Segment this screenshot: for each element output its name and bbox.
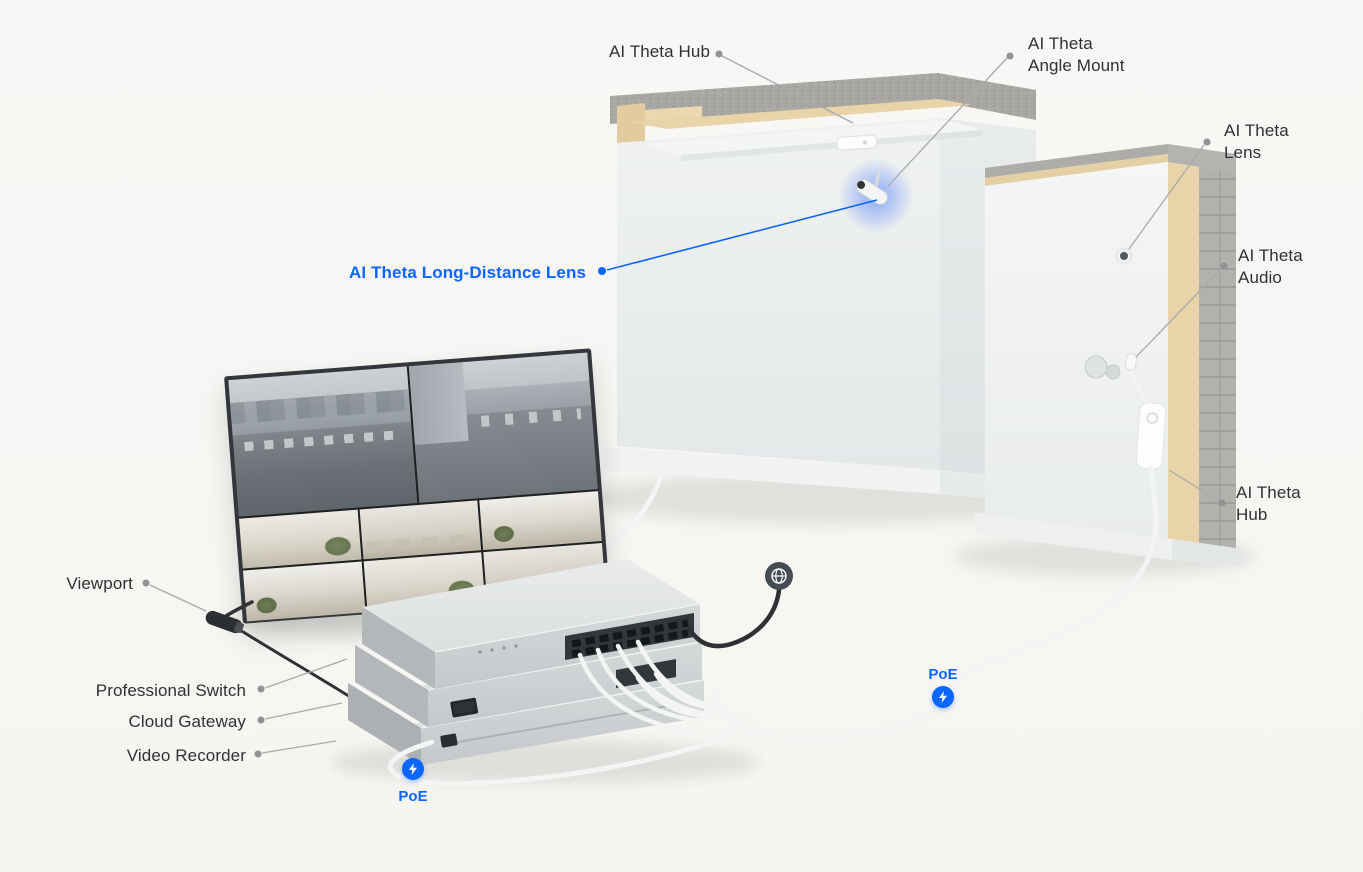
blue-leader-line: [598, 199, 878, 275]
camera-feed-office-6: [483, 543, 606, 603]
wall-side-face: [940, 118, 1036, 481]
label-line: AI Theta: [1224, 121, 1289, 140]
ai-theta-hub-device-on-ledge: [836, 134, 878, 151]
viewport-downstream-cable: [238, 628, 354, 700]
wall-top-ledge: [644, 120, 982, 155]
lens-blue-glow: [826, 146, 926, 246]
door-front-face: [985, 162, 1168, 540]
label-line: AI Theta: [1238, 246, 1303, 265]
label-line: Audio: [1238, 268, 1282, 287]
wood-stud: [617, 103, 645, 145]
wall-base-front: [603, 447, 940, 494]
label-ai-theta-lens: AI Theta Lens: [1224, 120, 1289, 164]
internet-cable: [687, 587, 782, 649]
viewport-dongle: [205, 610, 244, 634]
door-handle: [1084, 355, 1108, 379]
poe-loop-cable: [387, 713, 747, 787]
camera-feed-street-1: [228, 366, 418, 517]
camera-feed-street-2: [408, 352, 598, 503]
label-ai-theta-angle-mount: AI Theta Angle Mount: [1028, 33, 1125, 77]
label-line: Hub: [1236, 505, 1268, 524]
label-poe-right: PoE: [928, 666, 958, 683]
lens-hole: [1120, 252, 1128, 260]
label-line: AI Theta: [1028, 34, 1093, 53]
gateway-display: [450, 697, 479, 718]
label-poe-left: PoE: [398, 788, 428, 805]
insulation-band-side: [938, 73, 1036, 120]
label-line: Angle Mount: [1028, 56, 1125, 75]
door-base-front: [975, 513, 1172, 560]
label-line: Lens: [1224, 143, 1262, 162]
audio-cable: [1129, 370, 1152, 409]
camera-feed-office-4: [243, 561, 366, 622]
wood-cross-piece: [645, 106, 702, 126]
label-viewport: Viewport: [66, 574, 133, 593]
globe-icon: [765, 562, 793, 590]
switch-port-block: [565, 613, 694, 660]
switch-patch-cables: [577, 639, 727, 734]
label-line: AI Theta: [1236, 483, 1301, 502]
floor-cables: [511, 465, 1159, 741]
ledge-shadow: [681, 130, 982, 161]
insulation-band-front: [610, 73, 938, 124]
label-ai-theta-hub-right: AI Theta Hub: [1236, 482, 1301, 526]
lens-ring: [1115, 247, 1133, 265]
angle-mount-arm: [874, 167, 882, 187]
monitor-screen: [228, 352, 606, 622]
wood-rail: [632, 99, 972, 129]
right-wall-panel: [975, 144, 1243, 566]
poe-bolt-icon-left: [402, 758, 424, 780]
audio-device: [1124, 353, 1138, 371]
camera-feed-office-2: [359, 500, 482, 560]
label-ai-theta-long-distance-lens: AI Theta Long-Distance Lens: [349, 263, 586, 282]
wall-base-side: [940, 471, 1048, 504]
recorder-display: [440, 733, 458, 748]
angle-mount-lens-device: [856, 179, 888, 205]
video-recorder-unit: [348, 676, 705, 765]
label-video-recorder: Video Recorder: [126, 746, 246, 765]
camera-feed-office-1: [238, 509, 362, 569]
side-wood-frame: [1168, 162, 1199, 545]
door-base-side: [1172, 539, 1243, 566]
label-ai-theta-audio: AI Theta Audio: [1238, 245, 1303, 289]
central-wall: [603, 73, 1048, 504]
ai-theta-hub-device-wall: [1135, 402, 1167, 470]
camera-feed-office-3: [479, 490, 602, 551]
door-deadbolt: [1105, 364, 1121, 380]
top-insulation-cap: [985, 144, 1168, 178]
street-feed-row: [228, 352, 598, 517]
side-block-wall: [1199, 167, 1236, 551]
lightning-bolt-icon: [409, 763, 417, 775]
viewport-monitor: [224, 348, 610, 624]
poe-bolt-icon-right: [932, 686, 954, 708]
camera-feed-office-5: [363, 552, 486, 613]
top-wood-strip: [985, 154, 1168, 186]
label-ai-theta-hub-top: AI Theta Hub: [608, 42, 710, 61]
drive-bay-slot: [445, 705, 669, 745]
label-professional-switch: Professional Switch: [95, 681, 246, 700]
label-cloud-gateway: Cloud Gateway: [128, 712, 246, 731]
wall-front-face: [617, 118, 940, 470]
lightning-bolt-icon: [939, 691, 947, 703]
gateway-ports: [616, 659, 676, 688]
cloud-gateway-unit: [355, 638, 719, 727]
